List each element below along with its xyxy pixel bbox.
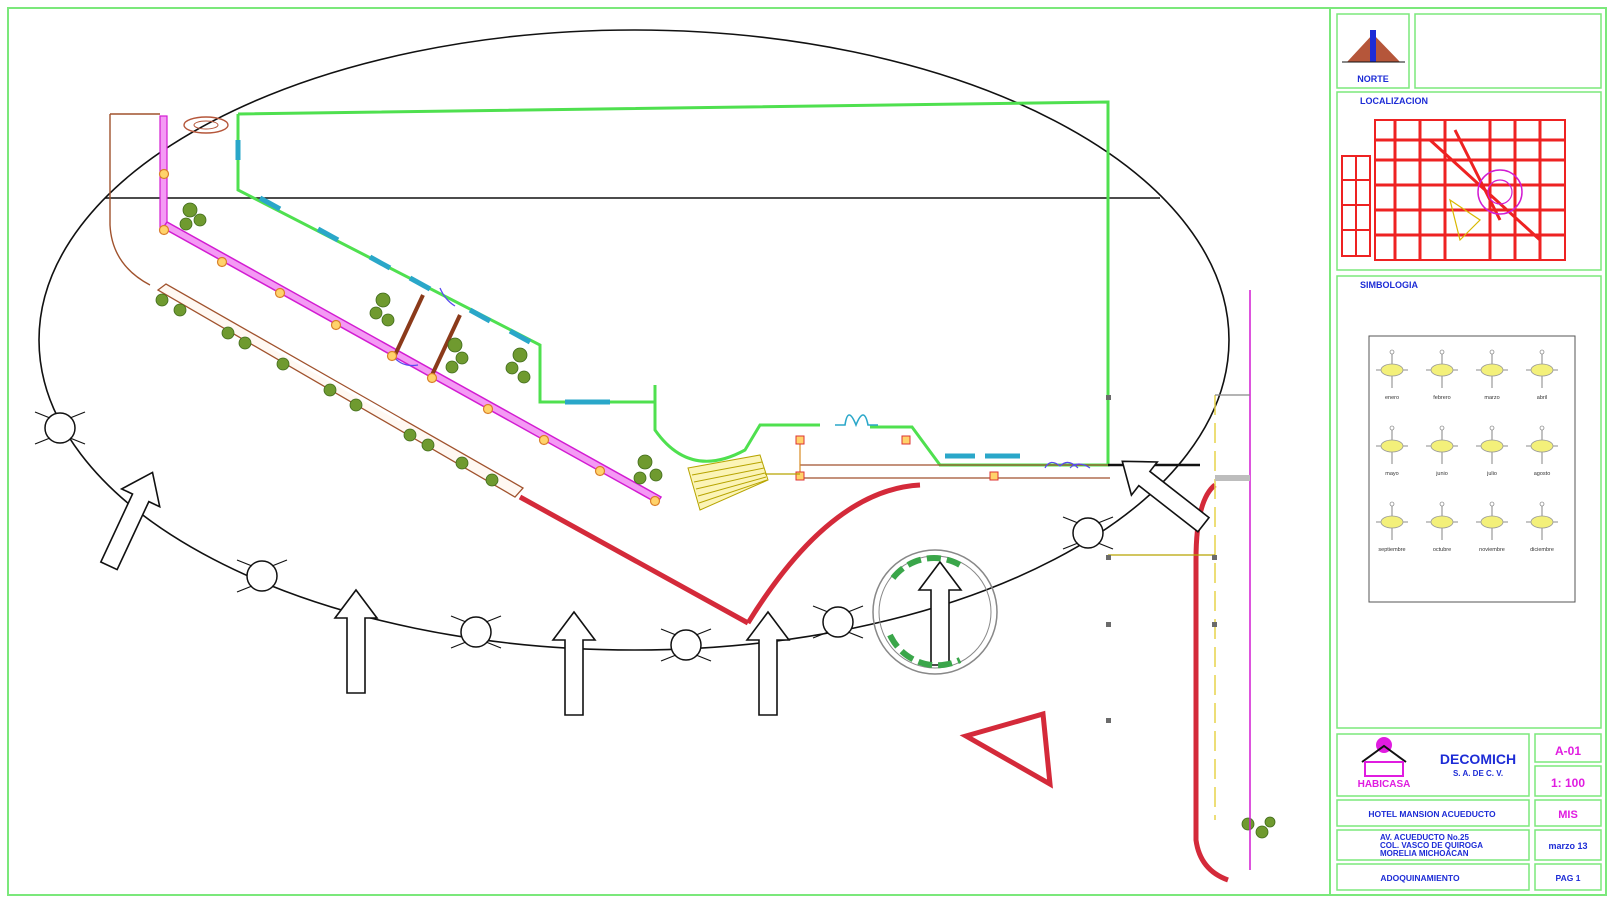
legend-label: mayo [1385, 471, 1398, 477]
plan-title: ADOQUINAMIENTO [1380, 873, 1460, 883]
plan-title-cell [1336, 863, 1530, 891]
legend-label: abril [1537, 395, 1547, 401]
legend-label: agosto [1534, 471, 1551, 477]
building-wall-left [236, 114, 657, 404]
legend-lamp-icon [1426, 349, 1458, 388]
building-curve [653, 385, 820, 463]
legend-lamp-icon [1526, 501, 1558, 540]
gray-bar [1215, 475, 1250, 481]
legend-lamp-icon [1476, 425, 1508, 464]
page-number: PAG 1 [1556, 873, 1581, 883]
lamp-posts [158, 168, 661, 507]
blank-cell [1414, 13, 1602, 89]
legend-lamp-icon [1476, 349, 1508, 388]
arrow-up-icon [333, 588, 379, 694]
brand-text: HABICASA [1358, 779, 1411, 790]
legend-label: junio [1435, 471, 1448, 477]
round-planter [872, 549, 998, 675]
symbology-heading: SIMBOLOGIA [1360, 280, 1418, 290]
project-name: HOTEL MANSION ACUEDUCTO [1368, 809, 1496, 819]
legend-lamp-icon [1526, 425, 1558, 464]
luminaire-icon [34, 411, 86, 445]
address-line-1: AV. ACUEDUCTO No.25 [1380, 833, 1469, 842]
legend-label: febrero [1433, 395, 1450, 401]
legend-label: diciembre [1530, 547, 1554, 553]
date-cell [1534, 829, 1602, 861]
entrance-doors [835, 414, 878, 428]
company-name: DECOMICH [1440, 751, 1516, 767]
red-triangle [959, 710, 1053, 789]
north-label: NORTE [1357, 74, 1389, 84]
orange-rail [765, 435, 1110, 481]
address-cell [1336, 829, 1530, 861]
bridge [393, 294, 462, 376]
legend-symbols: enero febrero marzo abril mayo junio julio agos… [1376, 349, 1558, 553]
bollards [1106, 395, 1217, 723]
luminaire-icon [236, 559, 288, 593]
location-heading: LOCALIZACION [1360, 96, 1428, 106]
project-cell [1336, 799, 1530, 827]
stairs [687, 454, 769, 511]
arrow-up-icon [99, 471, 161, 571]
arrow-up-icon [1121, 460, 1211, 533]
legend-lamp-icon [1476, 501, 1508, 540]
address-line-2: COL. VASCO DE QUIROGA [1380, 841, 1483, 850]
habicasa-logo: HABICASA [1358, 737, 1411, 790]
symbology-box [1368, 335, 1576, 603]
location-map [1341, 119, 1566, 261]
legend-label: septiembre [1378, 547, 1405, 553]
windows [235, 140, 1020, 459]
company-cell [1336, 733, 1530, 797]
luminaire-icon [450, 615, 502, 649]
author-cell [1534, 799, 1602, 827]
magenta-walkway [161, 221, 663, 504]
brown-edge [109, 113, 160, 286]
red-curb-right [1193, 483, 1229, 883]
symbology-cell [1336, 275, 1602, 729]
company-suffix: S. A. DE C. V. [1453, 769, 1503, 778]
planter-gap [269, 344, 401, 422]
luminaires [34, 411, 1114, 662]
scale-value: 1: 100 [1551, 776, 1585, 790]
side-doors [1044, 461, 1091, 469]
luminaire-icon [660, 628, 712, 662]
legend-lamp-icon [1526, 349, 1558, 388]
fountain [183, 116, 229, 134]
fountain-inner [193, 120, 219, 130]
title-block: NORTE LOCALIZACION SIMBOLOGIA enero febre… [1336, 13, 1602, 891]
legend-label: octubre [1433, 547, 1451, 553]
north-arrow-icon [1342, 30, 1405, 63]
legend-label: marzo [1484, 395, 1499, 401]
trees [155, 202, 1276, 839]
date: marzo 13 [1548, 841, 1587, 851]
sheet-number: A-01 [1555, 744, 1581, 758]
north-cell [1336, 13, 1410, 89]
arrow-up-icon [917, 560, 963, 666]
luminaire-icon [812, 605, 864, 639]
legend-lamp-icon [1376, 425, 1408, 464]
legend-label: julio [1486, 471, 1497, 477]
author: MIS [1558, 809, 1578, 821]
page-cell [1534, 863, 1602, 891]
direction-arrows [99, 460, 1211, 716]
legend-label: noviembre [1479, 547, 1505, 553]
luminaire-icon [1062, 516, 1114, 550]
legend-lamp-icon [1426, 425, 1458, 464]
arrow-up-icon [551, 610, 597, 716]
drawing-area [34, 29, 1276, 883]
legend-lamp-icon [1376, 349, 1408, 388]
address-line-3: MORELIA MICHOACAN [1380, 849, 1469, 858]
location-cell [1336, 91, 1602, 271]
legend-label: enero [1385, 395, 1399, 401]
sheet-frame [7, 7, 1607, 896]
legend-lamp-icon [1426, 501, 1458, 540]
scale-cell [1534, 765, 1602, 797]
red-curb-curve [745, 482, 921, 625]
red-curb-diagonal [518, 494, 750, 626]
plaza-ellipse [38, 29, 1230, 651]
legend-lamp-icon [1376, 501, 1408, 540]
sheet-number-cell [1534, 733, 1602, 763]
arrow-up-icon [745, 610, 791, 716]
